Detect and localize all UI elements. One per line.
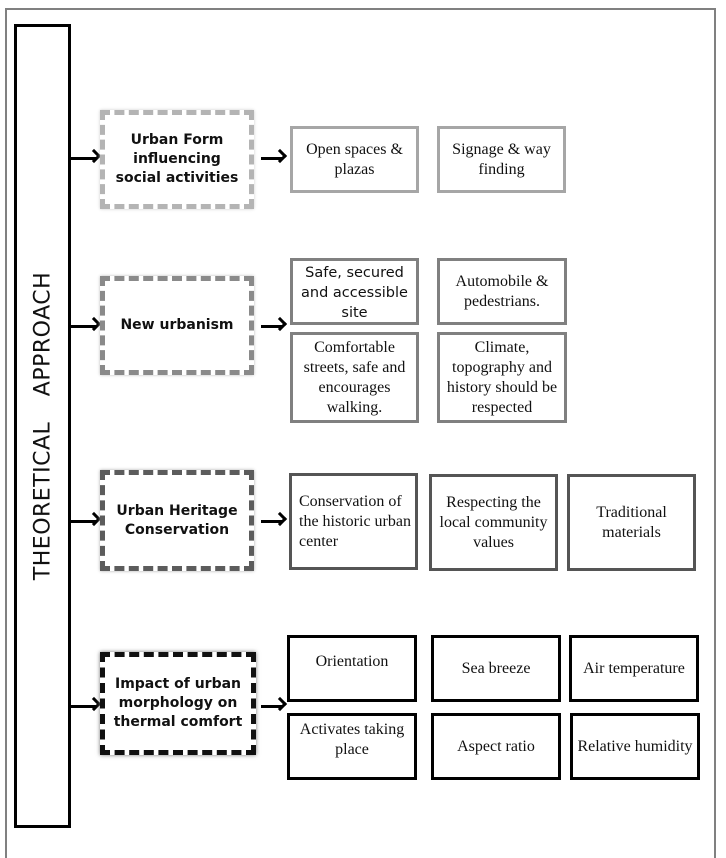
- arrow-root-to-category-3: [71, 520, 97, 523]
- item-signage: Signage & way finding: [437, 126, 566, 193]
- arrow-category-4-to-items: [261, 705, 283, 708]
- arrow-category-1-to-items: [261, 157, 283, 160]
- item-label: Automobile & pedestrians.: [455, 272, 549, 310]
- item-label: Safe, secured and accessible site: [301, 265, 408, 321]
- item-activates-taking-place: Activates taking place: [287, 713, 417, 780]
- item-aspect-ratio: Aspect ratio: [431, 713, 561, 780]
- root-node-theoretical-approach: THEORETICAL APPROACH: [14, 24, 71, 828]
- item-label: Open spaces & plazas: [306, 140, 403, 178]
- category-new-urbanism: New urbanism: [100, 276, 254, 375]
- category-label: Urban Heritage Conservation: [116, 502, 238, 538]
- item-label: Sea breeze: [461, 659, 531, 677]
- item-climate-topography: Climate, topography and history should b…: [437, 332, 567, 423]
- category-label: Impact of urban morphology on thermal co…: [113, 676, 243, 730]
- item-label: Air temperature: [583, 659, 685, 677]
- item-label: Climate, topography and history should b…: [446, 338, 558, 416]
- arrow-category-3-to-items: [261, 520, 283, 523]
- category-thermal-comfort: Impact of urban morphology on thermal co…: [100, 652, 256, 755]
- item-traditional-materials: Traditional materials: [567, 474, 696, 571]
- arrow-root-to-category-1: [71, 157, 97, 160]
- item-label: Relative humidity: [577, 737, 693, 755]
- item-comfortable-streets: Comfortable streets, safe and encourages…: [290, 332, 419, 423]
- item-respecting-community: Respecting the local community values: [429, 474, 558, 571]
- item-open-spaces: Open spaces & plazas: [290, 126, 419, 193]
- item-relative-humidity: Relative humidity: [570, 713, 700, 780]
- item-air-temperature: Air temperature: [569, 635, 699, 702]
- item-label: Traditional materials: [596, 503, 667, 541]
- item-label: Orientation: [315, 653, 389, 670]
- item-label: Respecting the local community values: [439, 493, 548, 551]
- item-label: Comfortable streets, safe and encourages…: [303, 338, 406, 416]
- item-sea-breeze: Sea breeze: [431, 635, 561, 702]
- item-conservation-historic: Conservation of the historic urban cente…: [289, 473, 418, 570]
- item-label: Activates taking place: [299, 721, 405, 758]
- item-label: Conservation of the historic urban cente…: [299, 492, 411, 550]
- item-label: Signage & way finding: [452, 140, 551, 178]
- item-safe-secured: Safe, secured and accessible site: [290, 258, 419, 325]
- item-orientation: Orientation: [287, 635, 417, 702]
- arrow-category-2-to-items: [261, 325, 283, 328]
- category-label: New urbanism: [120, 317, 234, 333]
- arrow-root-to-category-4: [71, 705, 97, 708]
- item-automobile-pedestrians: Automobile & pedestrians.: [437, 258, 567, 325]
- diagram-frame: [5, 8, 716, 858]
- arrow-root-to-category-2: [71, 325, 97, 328]
- root-label: THEORETICAL APPROACH: [30, 271, 55, 581]
- item-label: Aspect ratio: [457, 737, 535, 755]
- category-urban-heritage: Urban Heritage Conservation: [100, 470, 254, 571]
- category-urban-form: Urban Form influencing social activities: [100, 110, 254, 209]
- category-label: Urban Form influencing social activities: [115, 132, 239, 186]
